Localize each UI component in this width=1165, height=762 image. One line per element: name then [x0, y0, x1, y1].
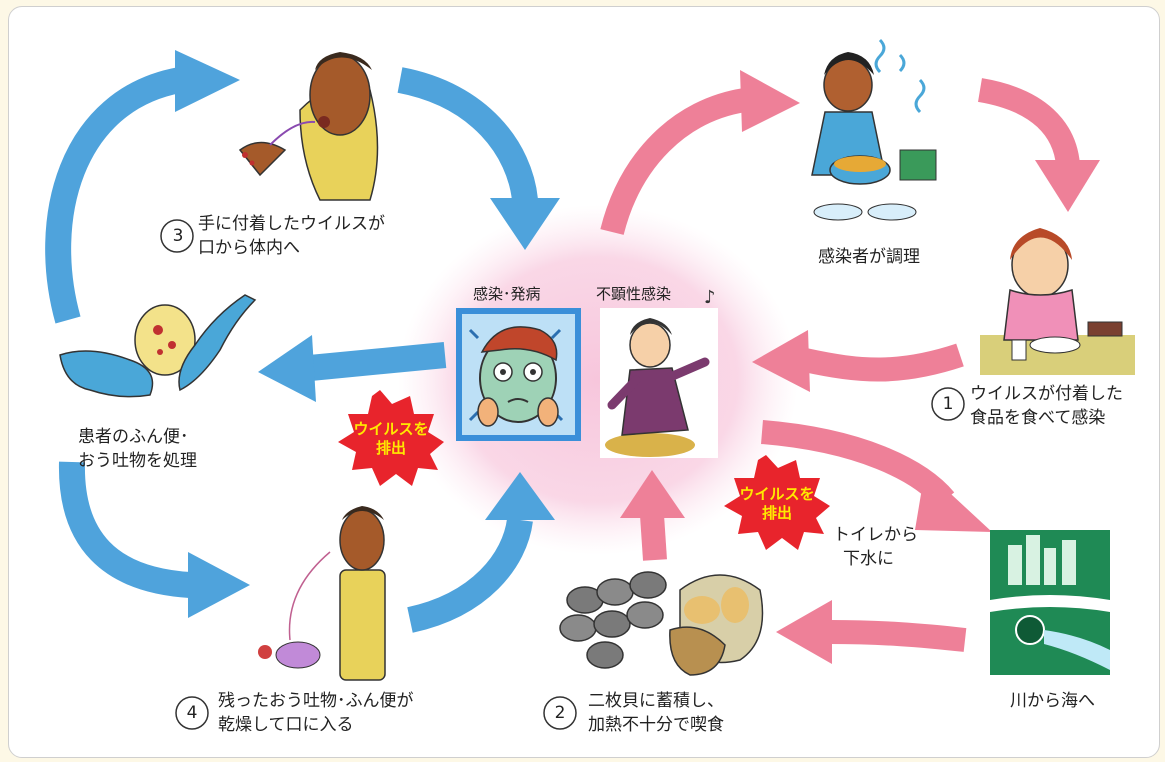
burst-right-line1: ウイルスを — [739, 485, 815, 503]
center-infection-glow — [398, 205, 798, 555]
blue-arrowhead-top-center — [490, 198, 560, 250]
burst-left-line2: 排出 — [375, 439, 406, 457]
sick-person-illustration — [456, 308, 581, 441]
step-3-line1: 手に付着したウイルスが — [198, 214, 385, 234]
blue-arrow-center-to-patient — [308, 342, 447, 381]
toilet-line1: トイレから — [833, 525, 918, 545]
blue-arrowhead-bottom-center — [485, 472, 555, 520]
pink-arrowhead-to-shell — [776, 600, 832, 664]
infected-cook-illustration — [808, 38, 938, 233]
pink-arrow-eater-to-center — [802, 343, 964, 382]
hand-to-mouth-illustration — [238, 52, 379, 201]
pink-arrowhead-to-center-bottom — [620, 470, 685, 518]
patient-line2: おう吐物を処理 — [78, 451, 197, 471]
burst-right-line2: 排出 — [761, 504, 792, 522]
step-4-line2: 乾燥して口に入る — [218, 715, 354, 735]
step-2-line2: 加熱不十分で喫食 — [588, 715, 724, 735]
step-3-line2: 口から体内へ — [198, 238, 300, 258]
dry-vomit-illustration — [258, 506, 386, 681]
pink-arrowhead-to-eater — [1035, 160, 1100, 212]
step-2-line1: 二枚貝に蓄積し、 — [588, 691, 724, 711]
svg-text:♪: ♪ — [704, 287, 716, 308]
blue-arrowhead-top-left — [175, 50, 240, 112]
pink-arrow-center-to-cook — [600, 88, 748, 236]
burst-left-line1: ウイルスを — [353, 420, 429, 438]
step-1-line1: ウイルスが付着した — [970, 384, 1123, 404]
blue-arrowhead-left — [258, 335, 316, 402]
shellfish-illustration — [559, 571, 764, 676]
blue-arrow-dry-to-center — [406, 517, 533, 633]
step-3-circle — [160, 219, 194, 253]
blue-arrow-patient-to-hand — [45, 67, 183, 324]
toilet-line2: 下水に — [843, 549, 894, 569]
river-to-sea-illustration — [990, 530, 1110, 675]
pink-arrowhead-to-cook — [740, 70, 800, 132]
step-3-number: 3 — [172, 226, 184, 246]
river-label: 川から海へ — [1010, 691, 1095, 711]
step-1-line2: 食品を食べて感染 — [970, 408, 1106, 428]
pink-arrow-river-to-shell — [829, 620, 967, 652]
pink-arrowhead-to-river — [915, 470, 992, 532]
virus-shed-burst-right — [724, 455, 830, 550]
carrier-label: 不顕性感染 — [596, 285, 672, 303]
step-2-number: 2 — [554, 703, 566, 723]
eating-girl-illustration — [980, 225, 1135, 375]
pink-arrow-shell-to-center — [640, 514, 667, 561]
step-1-number: 1 — [942, 394, 954, 414]
blue-arrow-hand-to-center — [397, 67, 538, 202]
step-4-circle — [175, 696, 209, 730]
gloves-handling-illustration — [59, 294, 257, 398]
sick-label: 感染･発病 — [473, 285, 541, 303]
step-1-circle — [931, 387, 965, 421]
step-4-number: 4 — [186, 703, 198, 723]
blue-arrowhead-bottom-left — [188, 552, 250, 618]
virus-shed-burst-left — [338, 390, 444, 486]
pink-arrowhead-to-center-right — [752, 330, 810, 392]
cook-label: 感染者が調理 — [818, 247, 920, 267]
carrier-person-illustration: ♪ — [600, 287, 718, 458]
blue-arrow-patient-to-dry — [58, 461, 191, 598]
pink-arrow-cook-to-eater — [977, 78, 1080, 167]
patient-line1: 患者のふん便･ — [78, 427, 189, 447]
step-4-line1: 残ったおう吐物･ふん便が — [218, 691, 414, 711]
step-2-circle — [543, 696, 577, 730]
